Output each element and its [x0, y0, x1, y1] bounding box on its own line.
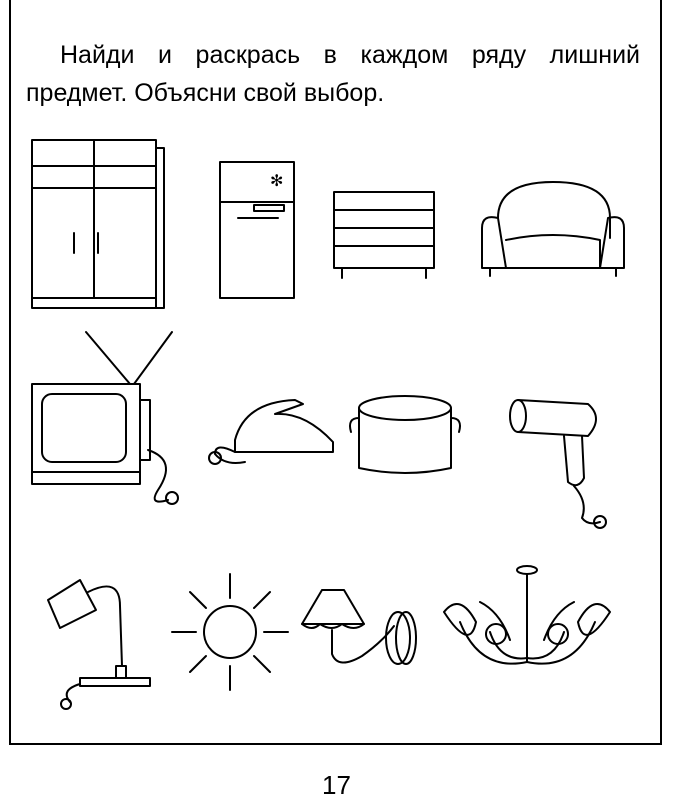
tv-picture [31, 331, 179, 505]
page-frame [9, 0, 662, 745]
wall-lamp-picture [301, 589, 417, 665]
iron-picture [208, 399, 334, 465]
pot-picture [349, 395, 461, 474]
desk-lamp-picture [47, 579, 151, 710]
task-instruction: Найди и раскрась в каждом ряду лишний пр… [26, 41, 640, 107]
chandelier-picture [443, 565, 611, 665]
wardrobe-picture [31, 139, 165, 309]
svg-text:✻: ✻ [270, 173, 283, 190]
chest-of-drawers-picture [333, 191, 435, 279]
armchair-picture [481, 181, 625, 277]
refrigerator-picture: ✻ [219, 161, 295, 299]
page-number: 17 [322, 770, 351, 800]
sun-picture [171, 573, 289, 691]
hair-dryer-picture [509, 399, 607, 529]
